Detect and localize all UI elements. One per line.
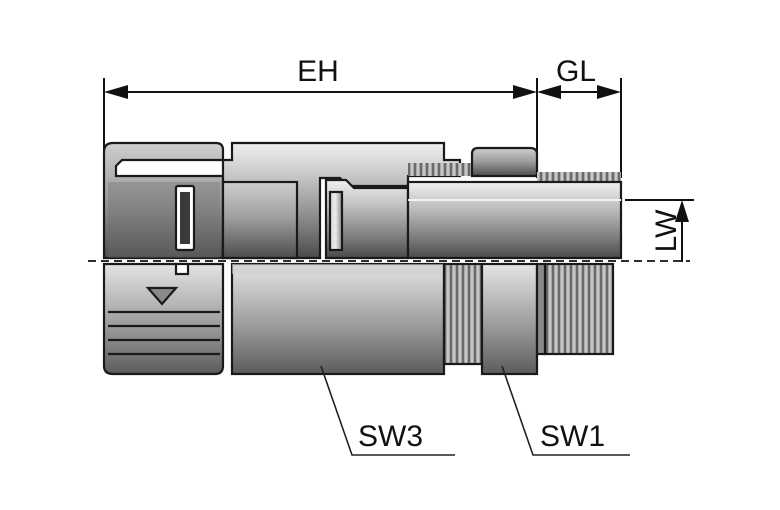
label-eh: EH xyxy=(297,55,339,88)
body-hex-sw1 xyxy=(480,262,539,376)
label-sw3: SW3 xyxy=(358,420,423,453)
cap-lock-tab xyxy=(174,262,190,276)
seal-ring xyxy=(328,190,344,252)
connection-thread-top xyxy=(537,172,621,182)
sw3-leader-line xyxy=(320,365,455,456)
connection-thread-exterior xyxy=(543,262,615,356)
label-lw: LW xyxy=(650,209,683,252)
body-bore-section xyxy=(406,180,623,260)
eh-arrow-left xyxy=(104,85,128,99)
dimension-lw xyxy=(625,199,694,262)
cap-inner-shade xyxy=(108,182,220,258)
lower-exterior-view xyxy=(102,262,615,376)
inner-sleeve xyxy=(221,180,299,260)
pressure-screw-hex-sw3 xyxy=(230,262,446,376)
cap-window-inner xyxy=(180,192,190,244)
label-gl: GL xyxy=(556,55,596,88)
thread-undercut xyxy=(535,262,547,356)
body-thread-top xyxy=(408,163,472,176)
sw1-leader-line xyxy=(501,365,630,456)
hex-body-top xyxy=(470,146,539,178)
upper-section-view xyxy=(102,141,623,260)
eh-arrow-right xyxy=(513,85,537,99)
dimension-eh xyxy=(103,78,538,178)
hex-top-face xyxy=(232,264,444,274)
dimension-gl xyxy=(537,78,622,178)
label-sw1: SW1 xyxy=(540,420,605,453)
lw-arrow-top xyxy=(675,200,689,222)
cap-indicator-triangle xyxy=(145,286,179,306)
gl-arrow-right xyxy=(597,85,621,99)
gl-arrow-left xyxy=(537,85,561,99)
intermediate-thread xyxy=(442,262,484,366)
cap-nut-exterior xyxy=(102,262,225,376)
